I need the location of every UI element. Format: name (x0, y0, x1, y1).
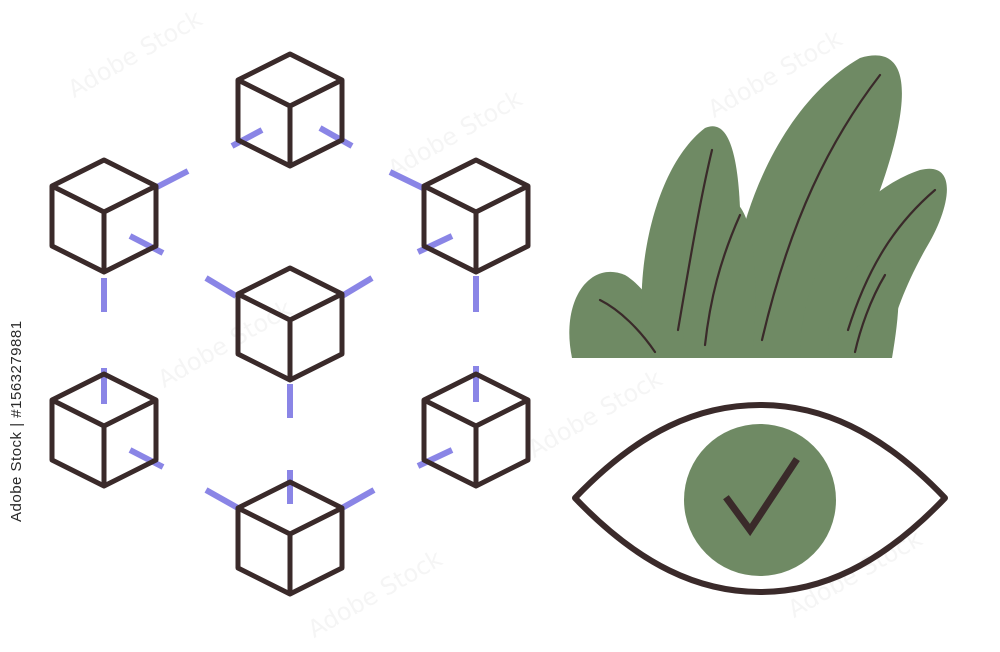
stock-image-id: Adobe Stock | #1563279881 (8, 320, 25, 522)
check-mark-icon (723, 457, 800, 537)
block-cube (52, 160, 156, 272)
eye-check-icon (572, 402, 948, 595)
block-cube (238, 54, 342, 166)
blockchain-network-icon (52, 54, 528, 594)
block-cube (424, 160, 528, 272)
iris (684, 424, 836, 576)
plant-leaves-icon (569, 55, 947, 359)
block-cube (238, 268, 342, 380)
